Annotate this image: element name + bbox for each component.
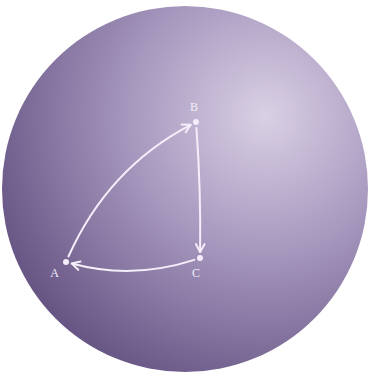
vertex-point: A: [60, 256, 72, 268]
arc-line: [72, 260, 195, 271]
vertex-dot: [193, 119, 199, 125]
vertex-label: B: [190, 100, 198, 114]
vertex-point: C: [194, 252, 206, 264]
arc-arrow: [196, 128, 205, 252]
vertex-point: B: [190, 116, 202, 128]
arc-line: [196, 128, 200, 252]
vertex-label: C: [192, 266, 200, 280]
arrow-head: [196, 244, 205, 252]
vertex-dot: [63, 259, 69, 265]
arrow-head: [182, 125, 191, 133]
arc-line: [68, 125, 190, 257]
arc-arrow: [68, 125, 190, 257]
vertex-dot: [197, 255, 203, 261]
sphere: [2, 6, 368, 372]
arc-arrow: [72, 260, 195, 271]
vertex-label: A: [50, 266, 59, 280]
arrow-head: [72, 261, 81, 269]
